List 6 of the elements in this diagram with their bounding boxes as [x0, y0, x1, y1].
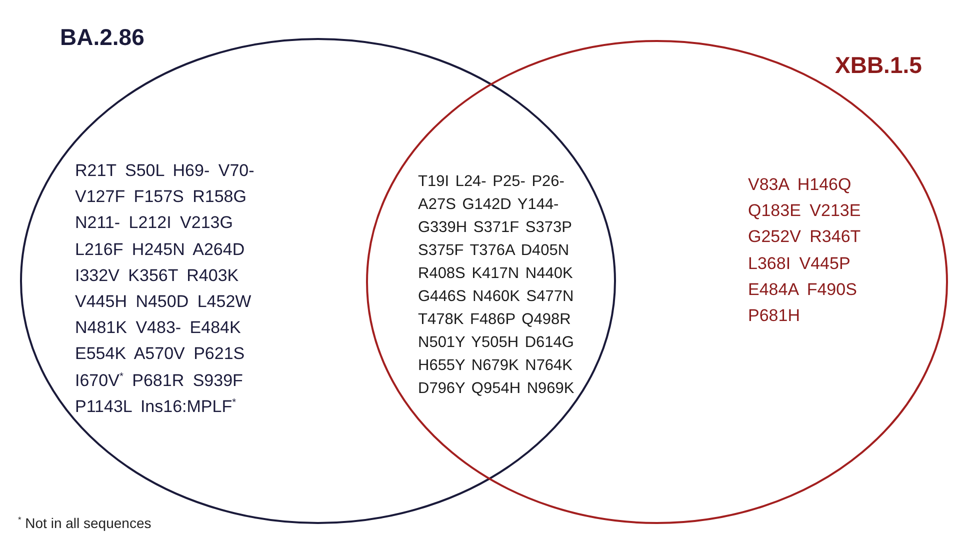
- set-heading: BA.2.86: [60, 24, 144, 51]
- footnote: $^{*}$ Not in all sequences: [18, 515, 152, 531]
- set-heading: XBB.1.5: [835, 52, 922, 79]
- mutation-list: T19I L24- P25- P26- A27S G142D Y144- G339H S371F S373P S375F T376A D405N R408S K417N N440K G446S N460K S477N T478K F486P Q498R N501Y Y505H D614G H655Y N679K N764K D796Y Q954H N969K: [418, 170, 574, 400]
- mutation-list: R21T S50L H69- V70- V127F F157S R158G N211- L212I V213G L216F H245N A264D I332V K356T R403K V445H N450D L452W N481K V483- E484K E554K A570V P621S I670V$^{*}$ P681R S939F P1143L Ins16:MPLF$^{*}$: [75, 158, 254, 420]
- mutation-list: V83A H146Q Q183E V213E G252V R346T L368I V445P E484A F490S P681H: [748, 172, 861, 330]
